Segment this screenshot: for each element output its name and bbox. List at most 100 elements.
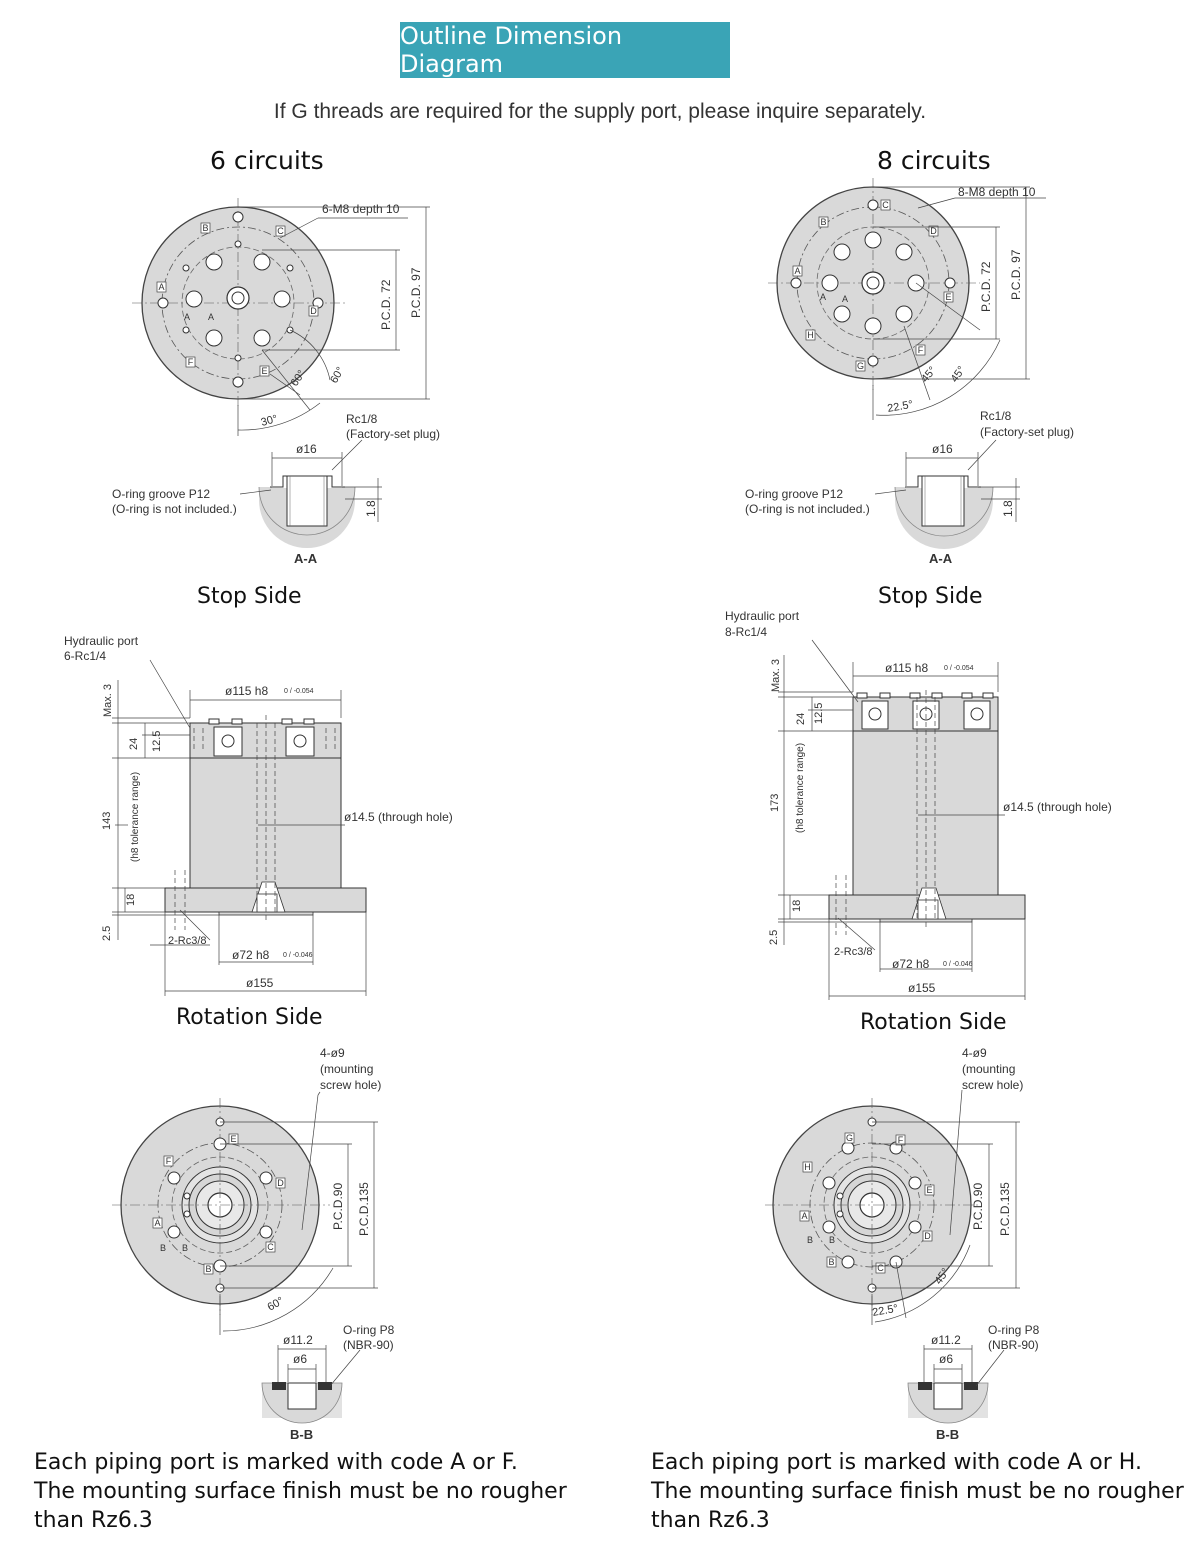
left-screw-note2: screw hole) <box>320 1078 381 1092</box>
svg-text:B: B <box>182 1243 188 1253</box>
left-bb-oring: O-ring P8 <box>343 1323 395 1337</box>
g-thread-note: If G threads are required for the supply… <box>273 100 927 123</box>
left-h12: 12.5 <box>151 731 163 752</box>
left-top-port-d: D <box>310 306 317 316</box>
right-hydraulic-port: Hydraulic port <box>725 609 800 623</box>
left-angle-60b: 60° <box>328 365 347 385</box>
right-tol72: 0 / -0.046 <box>943 961 973 968</box>
right-screw-note1: (mounting <box>962 1062 1015 1076</box>
left-bb-label: B-B <box>290 1427 313 1442</box>
left-dia72: ø72 h8 <box>232 948 270 962</box>
right-bb-label: B-B <box>936 1427 959 1442</box>
right-bot-angle-22: 22.5° <box>871 1303 899 1319</box>
left-section-bb: ø11.2 ø6 O-ring P8 (NBR-90) B-B <box>261 1323 395 1442</box>
left-bb-d112: ø11.2 <box>283 1333 313 1347</box>
right-bb-oring: O-ring P8 <box>988 1323 1040 1337</box>
right-angle-22: 22.5° <box>886 399 914 415</box>
svg-text:B: B <box>160 1243 166 1253</box>
diagram-title-banner: Outline Dimension Diagram <box>400 22 730 78</box>
right-tol115: 0 / -0.054 <box>944 665 974 672</box>
right-title: 8 circuits <box>877 146 991 175</box>
right-aa-label: A-A <box>929 551 953 566</box>
left-tol115: 0 / -0.054 <box>284 688 314 695</box>
svg-text:A: A <box>184 312 190 322</box>
right-angle-45a: 45° <box>919 364 939 384</box>
svg-text:A: A <box>208 312 214 322</box>
left-screw-count: 4-ø9 <box>320 1046 345 1060</box>
svg-text:B: B <box>807 1235 813 1245</box>
left-dia115: ø115 h8 <box>225 684 268 698</box>
right-bot-port-f: F <box>898 1135 904 1145</box>
left-aa-groove: O-ring groove P12 <box>112 487 210 501</box>
right-pcd97: 97 <box>1009 249 1023 263</box>
left-bot-port-b: B <box>205 1264 211 1274</box>
right-note-2: The mounting surface finish must be no r… <box>651 1479 1184 1504</box>
left-angle-30: 30° <box>260 413 279 429</box>
left-h24: 24 <box>128 738 140 750</box>
right-section-bb: ø11.2 ø6 O-ring P8 (NBR-90) B-B <box>907 1323 1040 1442</box>
left-h25: 2.5 <box>101 926 113 941</box>
right-screw-note2: screw hole) <box>962 1078 1023 1092</box>
right-aa-dia16: ø16 <box>932 442 953 456</box>
left-hydraulic-port-spec: 6-Rc1/4 <box>64 649 106 663</box>
right-dia72: ø72 h8 <box>892 957 930 971</box>
left-bot-port-e: E <box>230 1134 236 1144</box>
left-note-2: The mounting surface finish must be no r… <box>34 1479 567 1504</box>
left-pcd135: P.C.D.135 <box>357 1182 371 1236</box>
right-screw-count: 4-ø9 <box>962 1046 987 1060</box>
left-top-port-a: A <box>158 282 164 292</box>
svg-text:A: A <box>842 294 848 304</box>
left-bb-oring-note: (NBR-90) <box>343 1338 394 1352</box>
left-top-port-c: C <box>277 226 284 236</box>
right-hydraulic-port-spec: 8-Rc1/4 <box>725 625 767 639</box>
right-h18: 18 <box>791 900 803 912</box>
left-bot-port-f: F <box>166 1156 172 1166</box>
right-top-port-f: F <box>918 345 924 355</box>
left-top-port-b: B <box>202 223 208 233</box>
right-bot-port-g: G <box>846 1133 853 1143</box>
right-top-port-e: E <box>945 292 951 302</box>
right-rotation-side-title: Rotation Side <box>860 1010 1007 1035</box>
left-aa-plug: Rc1/8 <box>346 412 378 426</box>
left-section-aa: ø16 Rc1/8 (Factory-set plug) O-ring groo… <box>112 412 440 566</box>
right-bb-d6: ø6 <box>939 1352 953 1366</box>
right-aa-plug-note: (Factory-set plug) <box>980 425 1074 439</box>
left-bot-port-d: D <box>277 1178 284 1188</box>
right-top-port-b: B <box>820 217 826 227</box>
left-height: 143 <box>101 812 113 830</box>
left-rotation-side-title: Rotation Side <box>176 1005 323 1030</box>
left-top-port-e: E <box>261 366 267 376</box>
left-aa-label: A-A <box>294 551 318 566</box>
right-pcd135: P.C.D.135 <box>998 1182 1012 1236</box>
svg-text:P.C.D. 97: P.C.D. 97 <box>1009 249 1023 300</box>
right-rc38: 2-Rc3/8 <box>834 946 873 958</box>
right-bb-d112: ø11.2 <box>931 1333 961 1347</box>
right-top-port-h: H <box>807 330 814 340</box>
left-notes: Each piping port is marked with code A o… <box>34 1448 567 1535</box>
right-height-note: (h8 tolerance range) <box>795 743 806 833</box>
right-pcd72: P.C.D. 72 <box>979 261 993 312</box>
left-pcd97: 97 <box>409 267 423 281</box>
right-h24: 24 <box>795 713 807 725</box>
left-side-view: Hydraulic port 6-Rc1/4 ø115 h8 0 / -0.05… <box>64 634 453 996</box>
left-bot-port-a: A <box>154 1218 160 1228</box>
left-height-note: (h8 tolerance range) <box>130 772 141 862</box>
right-note-3: than Rz6.3 <box>651 1508 770 1533</box>
right-top-port-g: G <box>857 361 864 371</box>
right-top-port-a: A <box>794 266 800 276</box>
left-title: 6 circuits <box>210 146 324 175</box>
left-stop-side-title: Stop Side <box>197 584 302 609</box>
left-top-port-f: F <box>188 357 194 367</box>
left-screw-note1: (mounting <box>320 1062 373 1076</box>
left-aa-plug-note: (Factory-set plug) <box>346 427 440 441</box>
right-top-port-d: D <box>930 226 937 236</box>
left-rc38: 2-Rc3/8 <box>168 935 207 947</box>
right-bb-oring-note: (NBR-90) <box>988 1338 1039 1352</box>
right-thread-spec: 8-M8 depth 10 <box>958 185 1036 199</box>
left-bot-port-c: C <box>267 1242 274 1252</box>
left-aa-depth: 1.8 <box>364 500 378 517</box>
right-bot-port-a: A <box>801 1211 807 1221</box>
left-tol72: 0 / -0.046 <box>283 952 313 959</box>
